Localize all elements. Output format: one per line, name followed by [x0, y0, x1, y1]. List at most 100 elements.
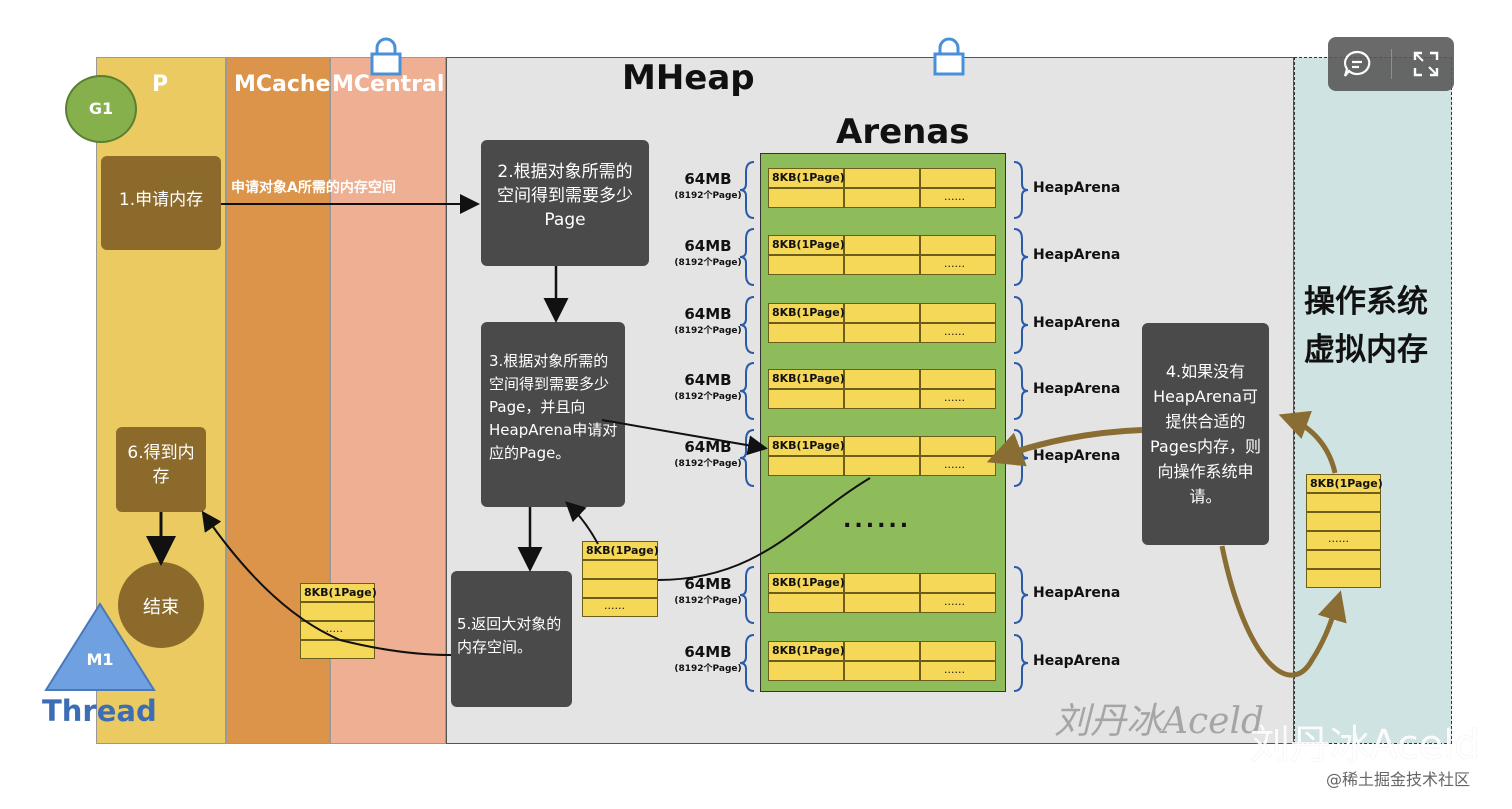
arena-size-label: 64MB (8192个Page)	[668, 371, 748, 402]
arena-page-count: (8192个Page)	[674, 191, 742, 201]
page-cell	[920, 168, 996, 188]
page-label: 8KB(1Page)	[772, 306, 845, 319]
arena-size-label: 64MB(8192个Page)	[668, 237, 748, 268]
page-cell	[768, 661, 844, 681]
brace-right	[1013, 362, 1029, 420]
step-5-box: 5.返回大对象的内存空间。	[451, 571, 572, 707]
step-4-box: 4.如果没有HeapArena可提供合适的Pages内存，则向操作系统申请。	[1142, 323, 1269, 545]
page-dots: ......	[322, 622, 343, 635]
expand-icon[interactable]	[1412, 50, 1440, 78]
page-cell	[1306, 550, 1381, 569]
arena-page-count: (8192个Page)	[674, 326, 742, 336]
page-dots: ......	[944, 190, 965, 203]
page-cell	[768, 235, 844, 255]
page-cell	[844, 593, 920, 613]
page-cell	[844, 168, 920, 188]
brace-left	[739, 429, 755, 487]
page-cell	[920, 323, 996, 343]
arena-size: 64MB	[684, 170, 732, 188]
page-cell	[920, 641, 996, 661]
step-2-box: 2.根据对象所需的空间得到需要多少Page	[481, 140, 649, 266]
page-cell	[920, 303, 996, 323]
arena-size: 64MB	[684, 371, 732, 389]
page-cell	[920, 573, 996, 593]
heap-arena-row: 64MB (8192个Page) HeapArena 8KB(1Page)......	[660, 160, 1130, 220]
page-label: 8KB(1Page)	[304, 586, 377, 599]
page-cell	[844, 456, 920, 476]
step-4-text: 4.如果没有HeapArena可提供合适的Pages内存，则向操作系统申请。	[1149, 362, 1262, 506]
arena-size-label: 64MB(8192个Page)	[668, 438, 748, 469]
page-cell	[768, 303, 844, 323]
brace-left	[739, 566, 755, 624]
page-cell	[300, 602, 375, 621]
page-cell	[920, 255, 996, 275]
page-cell	[844, 303, 920, 323]
comment-icon[interactable]	[1342, 49, 1372, 79]
page-cell	[920, 188, 996, 208]
page-label: 8KB(1Page)	[772, 171, 845, 184]
brace-left	[739, 634, 755, 692]
page-cell	[582, 579, 658, 598]
arena-size: 64MB	[684, 237, 732, 255]
heap-arena-label: HeapArena	[1033, 180, 1121, 196]
brace-right	[1013, 228, 1029, 286]
credit-label: @稀土掘金技术社区	[1326, 770, 1471, 789]
image-toolbar	[1328, 37, 1454, 91]
page-cell	[1306, 493, 1381, 512]
arena-size: 64MB	[684, 305, 732, 323]
page-cell	[844, 235, 920, 255]
brace-right	[1013, 296, 1029, 354]
heap-arena-label: HeapArena	[1033, 448, 1121, 464]
arenas-gap-dots: ......	[843, 508, 912, 533]
arena-size-label: 64MB(8192个Page)	[668, 643, 748, 674]
brace-left	[739, 228, 755, 286]
watermark-aceld-large: 刘丹冰Aceld	[1250, 722, 1480, 768]
page-cell	[920, 661, 996, 681]
page-dots: ......	[944, 663, 965, 676]
step-3-text: 3.根据对象所需的空间得到需要多少Page，并且向HeapArena申请对应的P…	[489, 352, 618, 462]
brace-right	[1013, 429, 1029, 487]
heap-arena-label: HeapArena	[1033, 315, 1121, 331]
page-dots: ......	[604, 599, 625, 612]
brace-left	[739, 362, 755, 420]
lock-icon	[932, 36, 966, 76]
mcache-label: MCache	[234, 72, 331, 97]
page-dots: ......	[944, 458, 965, 471]
arena-page-count: (8192个Page)	[674, 664, 742, 674]
page-cell	[768, 255, 844, 275]
page-cell	[768, 641, 844, 661]
page-cell	[768, 168, 844, 188]
page-cell	[920, 389, 996, 409]
page-cell	[844, 661, 920, 681]
arena-size-label: 64MB (8192个Page)	[668, 305, 748, 336]
page-cell	[768, 323, 844, 343]
g1-goroutine: G1	[65, 75, 137, 143]
page-cell	[1306, 531, 1381, 550]
m1-thread-shape: M1	[44, 602, 156, 692]
arena-page-count: (8192个Page)	[674, 392, 742, 402]
step-3-box: 3.根据对象所需的空间得到需要多少Page，并且向HeapArena申请对应的P…	[481, 322, 625, 507]
arenas-label: Arenas	[836, 112, 970, 152]
page-dots: ......	[944, 391, 965, 404]
page-stack: 8KB(1Page)......	[1306, 474, 1383, 588]
page-cell	[1306, 474, 1381, 493]
brace-left	[739, 161, 755, 219]
toolbar-divider	[1391, 49, 1392, 79]
step-1-arrow-label: 申请对象A所需的内存空间	[231, 180, 396, 196]
g1-label: G1	[88, 99, 114, 118]
page-label: 8KB(1Page)	[772, 372, 845, 385]
page-cell	[844, 369, 920, 389]
step-1-request-memory: 1.申请内存	[101, 156, 221, 250]
os-column	[1294, 57, 1452, 744]
page-label: 8KB(1Page)	[772, 576, 845, 589]
heap-arena-label: HeapArena	[1033, 585, 1121, 601]
page-cell	[582, 541, 658, 560]
arena-size-label: 64MB(8192个Page)	[668, 575, 748, 606]
end-node: 结束	[118, 562, 204, 648]
brace-left	[739, 296, 755, 354]
page-label: 8KB(1Page)	[772, 238, 845, 251]
page-cell	[920, 235, 996, 255]
brace-right	[1013, 634, 1029, 692]
